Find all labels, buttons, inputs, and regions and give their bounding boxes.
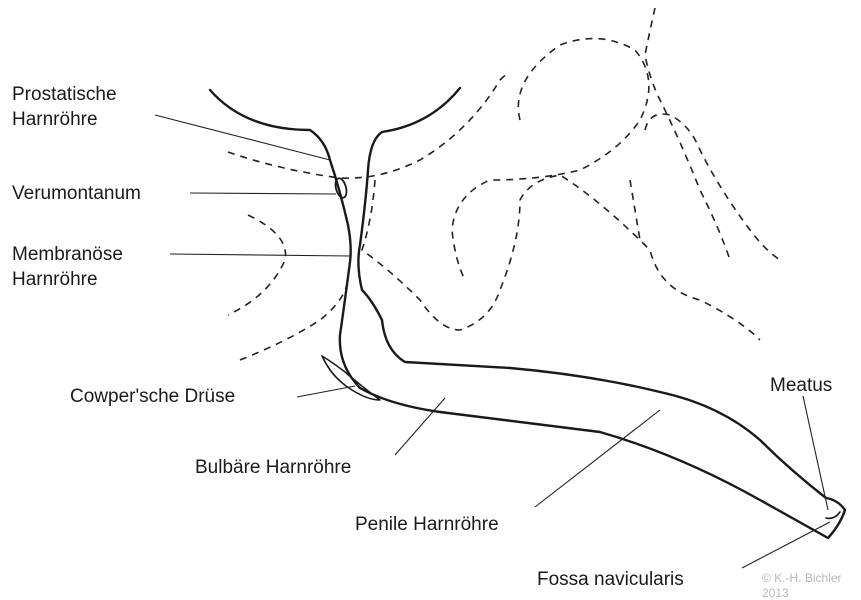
label-cowper: Cowper'sche Drüse: [70, 386, 235, 407]
label-meatus: Meatus: [770, 375, 832, 396]
label-prostatic-line1: Prostatische: [12, 84, 117, 105]
right-contour: [644, 113, 781, 261]
left-contour: [227, 214, 287, 316]
prostate-contour: [227, 71, 511, 179]
urethra-left-wall: [208, 86, 847, 540]
diaphragm-contour: [361, 174, 761, 341]
copyright-line2: 2013: [762, 586, 789, 600]
left-lower-contour: [239, 279, 349, 361]
label-prostatic-line2: Harnröhre: [12, 109, 98, 130]
label-membranous-line2: Harnröhre: [12, 269, 98, 290]
upper-right-contour: [644, 7, 731, 261]
label-membranous-line1: Membranöse: [12, 244, 123, 265]
label-bulbar: Bulbäre Harnröhre: [195, 457, 351, 478]
mid-right-contour: [629, 179, 641, 241]
leader-lines: [154, 114, 831, 569]
copyright-line1: © K.-H. Bichler: [762, 571, 842, 585]
label-verumontanum: Verumontanum: [12, 183, 141, 204]
label-fossa: Fossa navicularis: [537, 569, 684, 590]
cowper-gland-shape: [321, 355, 381, 401]
verumontanum-shape: [334, 177, 348, 199]
fossa-tip: [825, 511, 841, 520]
symphysis-contour: [451, 37, 650, 281]
dashed-contours: [227, 7, 781, 361]
label-penile: Penile Harnröhre: [355, 514, 499, 535]
